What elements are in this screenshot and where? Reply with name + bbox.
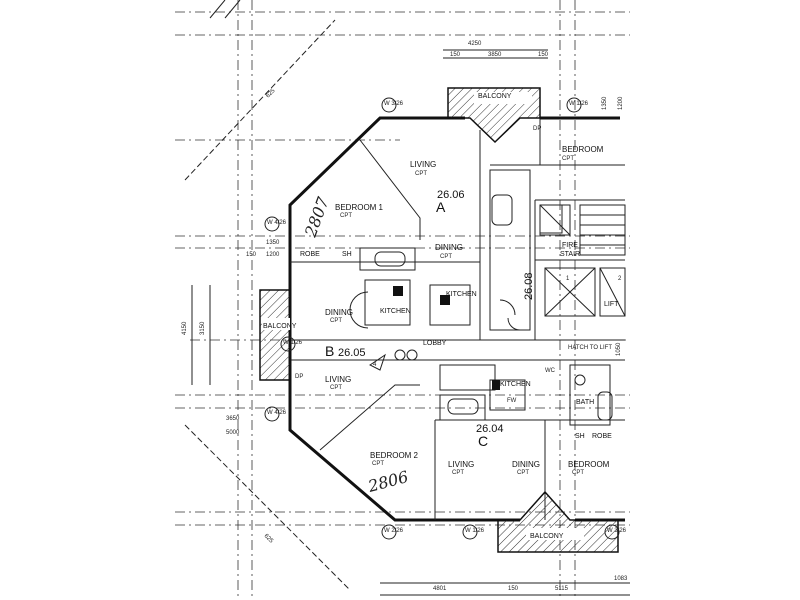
- handwritten-2807: 2807: [301, 194, 333, 240]
- svg-text:CPT: CPT: [562, 156, 574, 162]
- svg-text:STAIR: STAIR: [560, 251, 580, 258]
- unit-d-number: 26.08: [523, 272, 535, 300]
- label-hatch-to-lift: HATCH TO LIFT: [568, 345, 612, 351]
- fixtures: 4: [349, 194, 613, 426]
- svg-text:CPT: CPT: [330, 318, 342, 324]
- dim-diag-b: 625: [263, 533, 275, 545]
- svg-text:CPT: CPT: [415, 171, 427, 177]
- dim-right-a: 1350: [602, 96, 608, 110]
- room-bath: BATH: [576, 399, 594, 406]
- dim-side-b: 3150: [200, 321, 206, 335]
- dim-bottom-c: 5115: [555, 586, 569, 592]
- svg-text:4: 4: [373, 362, 377, 368]
- svg-text:W 3/26: W 3/26: [607, 528, 627, 534]
- room-lift: LIFT: [604, 301, 619, 308]
- room-fire-stair: FIRE: [562, 242, 578, 249]
- label-dp-left: DP: [295, 374, 303, 380]
- handwritten-2806: 2806: [365, 467, 410, 496]
- dim-left-c: 1200: [266, 252, 280, 258]
- label-robe-c: ROBE: [592, 433, 612, 440]
- unit-b-number: 26.05: [338, 347, 366, 359]
- dim-bottom-a: 4801: [433, 586, 447, 592]
- room-dining-a: DINING: [435, 243, 463, 252]
- dim-diag-a: 625: [265, 88, 277, 100]
- room-bedroom-tr: BEDROOM: [562, 145, 604, 154]
- unit-b-letter: B: [325, 343, 334, 359]
- balcony-bottom: [497, 490, 619, 553]
- label-dp-top: DP: [533, 126, 541, 132]
- label-fw: FW: [507, 398, 517, 404]
- dim-bottom-b: 150: [508, 586, 519, 592]
- dim-right-c: 1050: [616, 342, 622, 356]
- room-dining-b: DINING: [325, 308, 353, 317]
- room-bedroom-2: BEDROOM 2: [370, 451, 419, 460]
- svg-text:1: 1: [566, 276, 570, 282]
- window-tags: W 3/26 W 1/26 W 4/26 W 1/26 W 4/26 W 2/2…: [264, 97, 627, 540]
- dimensions: 4250 150 3850 150 1350 150 1200 4150 315…: [182, 41, 630, 596]
- unit-c-number: 26.04: [476, 423, 504, 435]
- svg-text:W 4/26: W 4/26: [267, 410, 287, 416]
- svg-text:W 1/26: W 1/26: [465, 528, 485, 534]
- room-kitchen-c: KITCHEN: [500, 381, 531, 388]
- room-bedroom-1: BEDROOM 1: [335, 203, 384, 212]
- room-living-a: LIVING: [410, 160, 436, 169]
- room-kitchen-b: KITCHEN: [380, 308, 411, 315]
- svg-text:W 2/26: W 2/26: [384, 528, 404, 534]
- dim-top-total: 4250: [468, 41, 482, 47]
- balconies: [259, 87, 619, 553]
- dim-top-a: 150: [450, 52, 461, 58]
- unit-a-number: 26.06: [437, 189, 465, 201]
- dim-side-a: 4150: [182, 321, 188, 335]
- label-wc: WC: [545, 368, 556, 374]
- label-sh-c: SH: [575, 433, 585, 440]
- label-sh-a: SH: [342, 251, 352, 258]
- unit-labels: 26.06 A B 26.05 26.04 C 26.08: [325, 189, 535, 449]
- svg-text:W 4/26: W 4/26: [267, 220, 287, 226]
- svg-text:CPT: CPT: [452, 470, 464, 476]
- svg-text:2: 2: [618, 276, 622, 282]
- dim-bottom-d: 1083: [614, 576, 628, 582]
- dim-lower-a: 3650: [226, 416, 240, 422]
- room-lobby: LOBBY: [423, 340, 447, 347]
- room-bedroom-c: BEDROOM: [568, 460, 610, 469]
- dim-lower-b: 5000: [226, 430, 240, 436]
- label-balcony-top: BALCONY: [478, 93, 512, 100]
- balcony-left: [259, 289, 291, 381]
- dim-top-b: 3850: [488, 52, 502, 58]
- dim-right-b: 1200: [618, 96, 624, 110]
- room-labels: LIVING CPT BEDROOM 1 CPT DINING CPT KITC…: [263, 93, 619, 540]
- svg-text:W 3/26: W 3/26: [384, 101, 404, 107]
- dim-left-b: 150: [246, 252, 257, 258]
- label-robe-a: ROBE: [300, 251, 320, 258]
- unit-c-letter: C: [478, 433, 488, 449]
- room-kitchen-a: KITCHEN: [446, 291, 477, 298]
- room-living-c: LIVING: [448, 460, 474, 469]
- dim-top-c: 150: [538, 52, 549, 58]
- svg-text:CPT: CPT: [340, 213, 352, 219]
- svg-text:CPT: CPT: [572, 470, 584, 476]
- label-balcony-bottom: BALCONY: [530, 533, 564, 540]
- svg-text:CPT: CPT: [330, 385, 342, 391]
- room-living-b: LIVING: [325, 375, 351, 384]
- room-dining-c: DINING: [512, 460, 540, 469]
- svg-text:W 1/26: W 1/26: [569, 101, 589, 107]
- svg-text:CPT: CPT: [440, 254, 452, 260]
- dim-left-a: 1350: [266, 240, 280, 246]
- svg-text:W 1/26: W 1/26: [283, 340, 303, 346]
- unit-a-letter: A: [436, 199, 446, 215]
- label-balcony-left: BALCONY: [263, 323, 297, 330]
- svg-text:CPT: CPT: [517, 470, 529, 476]
- svg-text:CPT: CPT: [372, 461, 384, 467]
